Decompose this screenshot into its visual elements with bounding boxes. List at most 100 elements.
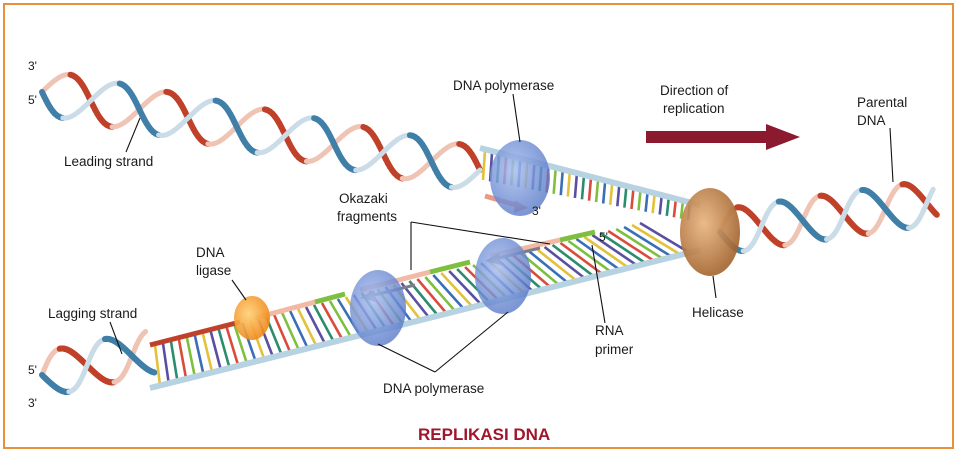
lagging-base-pair <box>281 312 301 351</box>
leading-base-pair <box>623 186 628 208</box>
leading-base-pair <box>559 170 565 196</box>
lagging-strand-helix <box>39 329 158 395</box>
okazaki-label-line1: Okazaki <box>339 191 388 206</box>
leading-base-pair <box>651 193 656 214</box>
leading-base-pair <box>552 168 557 194</box>
bottom-5prime-end: 5' <box>28 363 37 377</box>
leading-base-pair <box>594 179 600 203</box>
lagging-strand-ladder <box>153 221 691 386</box>
lagging-base-pair <box>432 274 466 311</box>
leading-base-pair <box>481 149 487 181</box>
lagging-base-pair <box>559 241 604 276</box>
lagging-base-pair <box>567 239 613 274</box>
lagging-5prime-end: 5' <box>599 230 608 244</box>
lagging-base-pair <box>607 229 656 263</box>
rna-primer-label-line2: primer <box>595 342 634 357</box>
lagging-base-pair <box>193 334 205 375</box>
rna-primer-segment-2 <box>429 259 471 275</box>
dna-polymerase-bottom-label: DNA polymerase <box>383 381 484 396</box>
lagging-base-pair <box>328 300 353 339</box>
diagram-title: REPLIKASI DNA <box>418 425 550 444</box>
lagging-base-pair <box>209 330 223 371</box>
dna-polymerase-top-label: DNA polymerase <box>453 78 554 93</box>
leading-base-pair <box>665 197 671 217</box>
parental-dna-label-line1: Parental <box>857 95 907 110</box>
okazaki-label-line2: fragments <box>337 209 397 224</box>
lagging-base-pair <box>153 344 162 386</box>
leading-base-pair <box>573 173 579 199</box>
lagging-base-pair <box>400 282 431 319</box>
parental-helix-segment <box>932 210 940 218</box>
helicase-enzyme <box>680 188 740 276</box>
rna-primer-segment-1 <box>314 291 346 305</box>
leading-base-pair <box>658 195 664 215</box>
leading-base-pair <box>672 199 678 218</box>
helicase-label: Helicase <box>692 305 744 320</box>
top-5prime-end: 5' <box>28 93 37 107</box>
lagging-base-pair <box>201 332 214 373</box>
lagging-base-pair <box>448 270 483 306</box>
lagging-base-pair <box>169 340 179 381</box>
leading-base-pair <box>679 201 685 219</box>
leading-strand-helix <box>39 71 483 191</box>
lagging-base-pair <box>225 326 240 366</box>
orange-border <box>3 3 954 449</box>
direction-label-line1: Direction of <box>660 83 729 98</box>
direction-arrow-head <box>766 124 800 150</box>
dna-ligase-enzyme <box>234 296 270 340</box>
lagging-base-pair <box>591 233 639 268</box>
lagging-base-pair <box>631 223 682 257</box>
lagging-base-pair <box>424 276 457 313</box>
lagging-base-pair <box>288 310 309 349</box>
dna-ligase-label-line2: ligase <box>196 263 231 278</box>
top-3prime-end: 3' <box>28 59 37 73</box>
lagging-base-pair <box>440 272 474 308</box>
leading-base-pair <box>587 177 593 201</box>
direction-label-line2: replication <box>663 101 725 116</box>
lagging-base-pair <box>312 304 335 343</box>
lagging-base-pair <box>408 280 440 317</box>
dna-polymerase-lower-right <box>475 238 531 314</box>
lagging-base-pair <box>296 308 318 347</box>
leader-lines <box>109 93 894 373</box>
rna-primer-label-line1: RNA <box>595 323 624 338</box>
leading-base-pair <box>637 190 642 211</box>
leading-base-pair <box>630 188 635 210</box>
dna-polymerase-top <box>490 140 550 216</box>
leading-base-pair <box>644 191 649 212</box>
lagging-base-pair <box>599 231 648 265</box>
lagging-base-pair <box>217 328 231 369</box>
lagging-base-pair <box>575 237 622 272</box>
lagging-base-pair <box>583 235 630 270</box>
lagging-base-pair <box>416 278 448 315</box>
lagging-base-pair <box>543 245 587 280</box>
dna-ligase-label-line1: DNA <box>196 245 225 260</box>
lagging-base-pair <box>273 314 292 354</box>
lagging-base-pair <box>527 249 570 285</box>
leading-3prime-end: 3' <box>532 204 541 218</box>
lower-template-strand <box>149 247 701 391</box>
bottom-3prime-end: 3' <box>28 396 37 410</box>
lagging-base-pair <box>551 243 596 278</box>
leading-base-pair <box>616 184 621 207</box>
lagging-base-pair <box>233 324 249 364</box>
lagging-base-pair <box>304 306 327 345</box>
lagging-base-pair <box>185 336 197 377</box>
rna-primer-segment-3 <box>559 229 596 243</box>
leading-base-pair <box>580 175 586 200</box>
leading-base-pair <box>566 171 572 197</box>
lagging-base-pair <box>320 302 344 341</box>
lagging-base-pair <box>161 342 170 384</box>
lagging-base-pair <box>639 221 691 255</box>
parental-dna-helix <box>717 181 940 254</box>
lagging-strand-label: Lagging strand <box>48 306 137 321</box>
leading-helix-segment <box>474 167 483 176</box>
lagging-base-pair <box>615 227 665 261</box>
leading-base-pair <box>608 182 614 205</box>
direction-arrow-shaft <box>646 131 766 143</box>
lagging-base-pair <box>177 338 188 379</box>
parental-dna-label-line2: DNA <box>857 113 886 128</box>
lagging-base-pair <box>623 225 674 259</box>
